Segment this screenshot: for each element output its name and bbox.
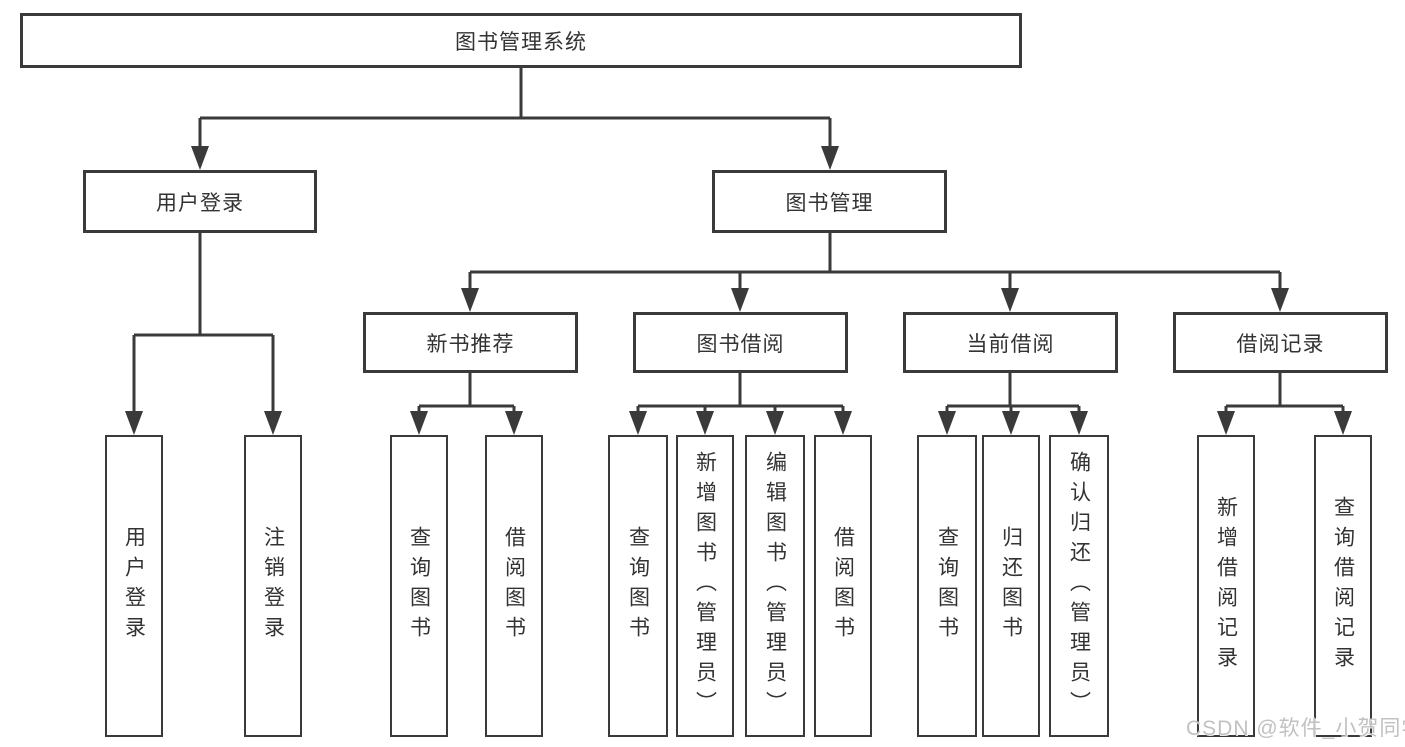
leaf-borrow-query: 查询图书 — [608, 435, 668, 737]
leaf-logout: 注销登录 — [244, 435, 302, 737]
watermark: CSDN @软件_小贺同学 — [1186, 717, 1405, 740]
arrowhead-icons — [125, 146, 1352, 435]
leaf-current-query: 查询图书 — [917, 435, 977, 737]
leaf-borrow-add-admin: 新增图书（管理员） — [676, 435, 734, 737]
leaf-newbooks-borrow: 借阅图书 — [485, 435, 543, 737]
leaf-borrow-borrow: 借阅图书 — [814, 435, 872, 737]
leaf-current-return: 归还图书 — [982, 435, 1040, 737]
node-root-system: 图书管理系统 — [20, 13, 1022, 68]
leaf-newbooks-query: 查询图书 — [390, 435, 448, 737]
leaf-records-add: 新增借阅记录 — [1197, 435, 1255, 737]
node-user-login: 用户登录 — [83, 170, 317, 233]
node-borrowing-records: 借阅记录 — [1173, 312, 1388, 373]
leaf-current-confirm-admin: 确认归还（管理员） — [1049, 435, 1109, 737]
leaf-user-login: 用户登录 — [105, 435, 163, 737]
leaf-records-query: 查询借阅记录 — [1314, 435, 1372, 737]
node-book-management: 图书管理 — [712, 170, 947, 233]
leaf-borrow-edit-admin: 编辑图书（管理员） — [745, 435, 805, 737]
node-book-borrowing: 图书借阅 — [633, 312, 848, 373]
node-current-borrowing: 当前借阅 — [903, 312, 1118, 373]
node-new-book-recommend: 新书推荐 — [363, 312, 578, 373]
